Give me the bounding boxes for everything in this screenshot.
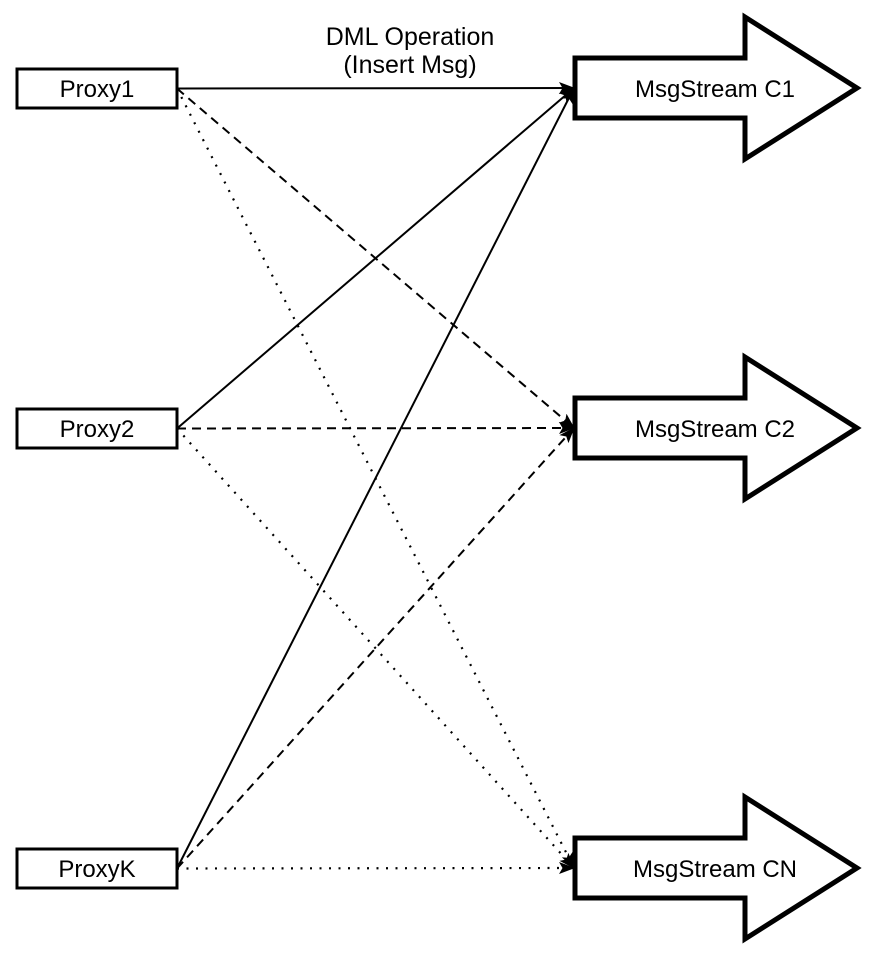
stream-node-c2: MsgStream C2 (572, 352, 862, 504)
edge-proxyk-c2-dashed (176, 427, 575, 870)
annotation-line2: (Insert Msg) (343, 51, 476, 79)
proxy2-box (15, 407, 179, 450)
stream-node-c1: MsgStream C1 (572, 12, 862, 164)
msgstream-c2-label: MsgStream C2 (635, 416, 795, 443)
edge-proxy2-c2-dashed (176, 422, 575, 435)
annotation-line1: DML Operation (326, 23, 495, 51)
msgstream-c2-arrow-shape (572, 352, 862, 504)
edge-annotation: DML Operation (Insert Msg) (326, 23, 495, 79)
proxyk-label: ProxyK (58, 856, 135, 883)
msgstream-cn-label: MsgStream CN (633, 856, 797, 883)
edge-proxy2-cn-dotted (176, 427, 575, 869)
proxyk-box (15, 847, 179, 890)
edges-layer (176, 82, 575, 875)
edge-proxy1-c1-solid (176, 82, 575, 95)
proxy-node-proxyk: ProxyK (15, 847, 179, 890)
edge-proxy2-c1-solid (176, 87, 575, 430)
msgstream-c1-label: MsgStream C1 (635, 76, 795, 103)
msgstream-c1-arrow-shape (572, 12, 862, 164)
proxy1-label: Proxy1 (60, 76, 135, 103)
edge-proxyk-c1-solid (176, 87, 575, 869)
proxy-node-proxy1: Proxy1 (15, 67, 179, 110)
msgstream-cn-arrow-shape (572, 792, 862, 944)
edge-proxyk-cn-dotted (176, 862, 575, 875)
proxy-node-proxy2: Proxy2 (15, 407, 179, 450)
proxy2-label: Proxy2 (60, 416, 135, 443)
proxy1-box (15, 67, 179, 110)
stream-node-cn: MsgStream CN (572, 792, 862, 944)
